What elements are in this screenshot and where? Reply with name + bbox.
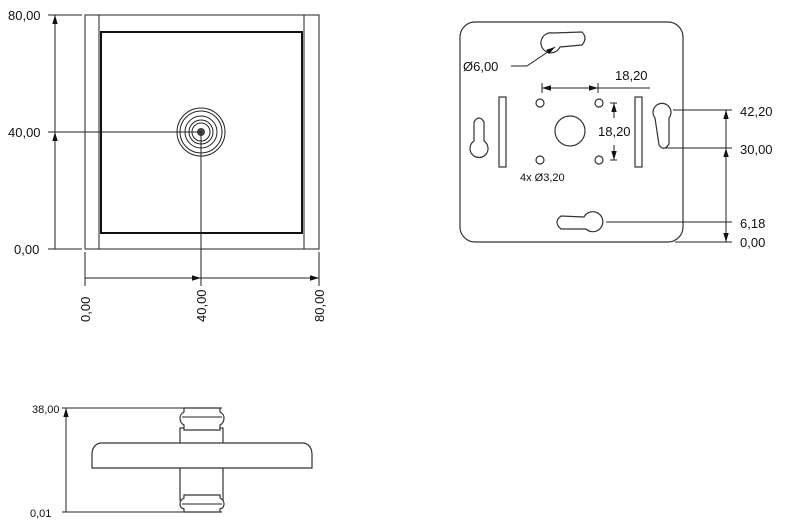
keyhole-left xyxy=(469,117,489,159)
center-hole xyxy=(554,115,586,147)
dim-label: 40,00 xyxy=(8,125,41,140)
front-view: 80,00 40,00 0,00 0,00 40,00 80,00 xyxy=(8,8,327,322)
mount-hole xyxy=(594,98,604,108)
holes-label: 4x Ø3,20 xyxy=(520,172,565,184)
mount-hole xyxy=(535,98,545,108)
connector-top xyxy=(179,407,225,431)
slot-left xyxy=(498,96,507,168)
mount-hole xyxy=(535,155,545,165)
keyhole-bottom xyxy=(556,211,604,233)
plate-view: Ø6,00 18,20 18,20 4x Ø3,20 42,20 30,00 6… xyxy=(459,21,773,250)
side-view: 38,00 0,01 xyxy=(30,404,313,520)
hole-spacing-vertical: 18,20 xyxy=(598,124,631,139)
slot-diameter-label: Ø6,00 xyxy=(463,59,498,74)
hole-spacing-horizontal: 18,20 xyxy=(615,68,648,83)
dim-label: 38,00 xyxy=(32,404,60,416)
dim-label: 6,18 xyxy=(740,216,765,231)
dim-label: 0,00 xyxy=(14,242,39,257)
slot-right xyxy=(634,96,643,168)
dim-label: 80,00 xyxy=(312,289,327,322)
keyhole-right xyxy=(652,102,672,149)
dim-label: 40,00 xyxy=(194,289,209,322)
dim-label: 0,01 xyxy=(30,508,51,520)
dim-label: 80,00 xyxy=(8,8,41,23)
dim-label: 30,00 xyxy=(740,142,773,157)
dim-label: 0,00 xyxy=(740,235,765,250)
mount-hole xyxy=(594,155,604,165)
flange xyxy=(91,442,313,469)
dim-label: 0,00 xyxy=(78,297,93,322)
dim-label: 42,20 xyxy=(740,104,773,119)
